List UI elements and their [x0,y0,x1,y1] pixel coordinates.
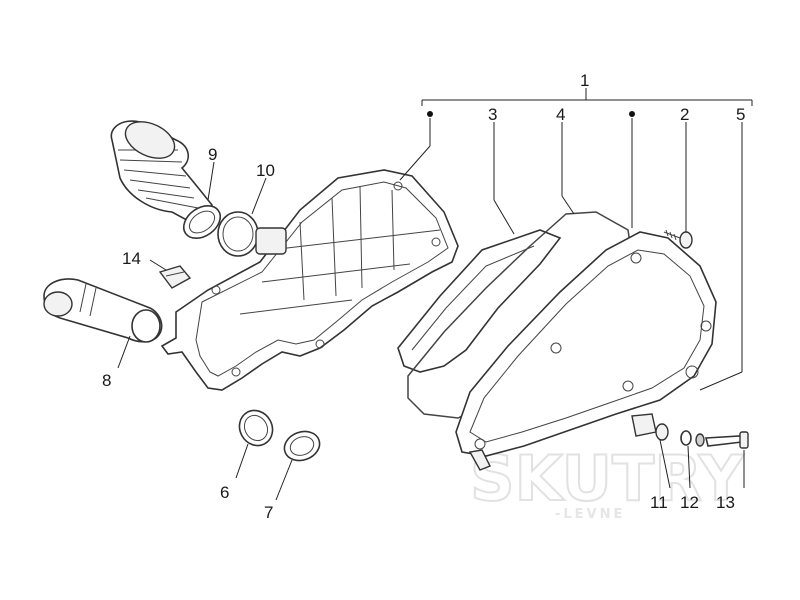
filter-cover [455,231,717,471]
callout-3: 3 [488,105,497,124]
part-7-clamp [283,430,321,462]
watermark-brand: SKUTRY [470,442,745,515]
bullet-dot [427,111,433,117]
leader-lines [117,118,745,501]
callout-1: 1 [580,71,589,90]
watermark: SKUTRY -LEVNE [469,441,746,522]
part-3-filter [397,229,562,373]
part-10-ring [217,211,259,257]
callout-8: 8 [102,371,111,390]
bullet-dot [629,111,635,117]
part-6-clamp [238,409,274,447]
part-8-intake-tube [43,278,163,343]
callout-11: 11 [650,493,668,512]
airbox-housing [160,169,459,391]
callout-4: 4 [556,105,565,124]
callout-9: 9 [208,145,217,164]
callout-7: 7 [264,503,273,522]
part-9-intake-duct [110,120,222,240]
callout-2: 2 [680,105,689,124]
callout-10: 10 [256,161,275,180]
callout-12: 12 [680,493,699,512]
watermark-sub: -LEVNE [555,507,625,522]
callout-14: 14 [122,249,141,268]
assembly-bracket [421,88,753,117]
callout-6: 6 [220,483,229,502]
callout-5: 5 [736,105,745,124]
part-11-13-fasteners [631,413,749,449]
callout-labels: 1 3 4 2 5 9 10 14 8 6 7 11 12 13 [102,71,745,522]
part-14-clip [158,265,192,289]
callout-13: 13 [716,493,735,512]
